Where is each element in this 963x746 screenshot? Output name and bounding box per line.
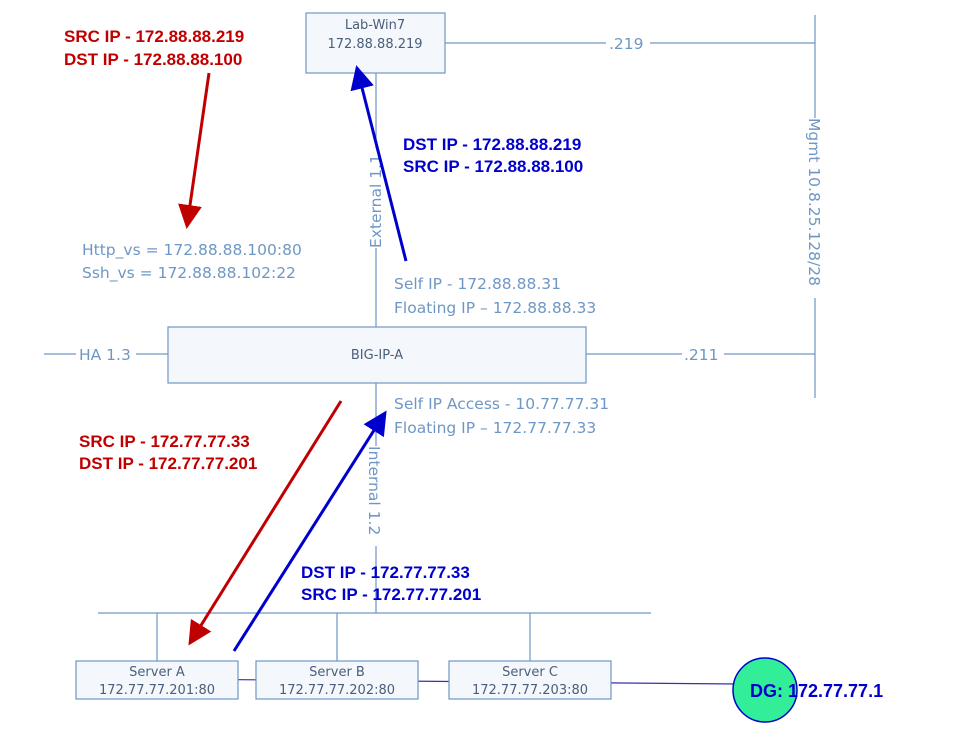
ext-request-arrow — [178, 72, 211, 229]
gateway-label: DG: 172.77.77.1 — [750, 681, 883, 701]
ext-response-src: SRC IP - 172.88.88.100 — [403, 157, 583, 176]
bigip-name: BIG-IP-A — [351, 348, 403, 363]
default-gateway-node: DG: 172.77.77.1 — [732, 657, 883, 723]
external-floating-ip: Floating IP – 172.88.88.33 — [394, 299, 596, 317]
internal-floating-ip: Floating IP – 172.77.77.33 — [394, 419, 596, 437]
external-label: External 1.1 — [367, 154, 385, 248]
server-c-ip: 172.77.77.203:80 — [472, 683, 588, 698]
mgmt-network-label: Mgmt 10.8.25.128/28 — [805, 118, 823, 286]
int-request-src: SRC IP - 172.77.77.33 — [79, 432, 250, 451]
mgmt-port-211: .211 — [684, 346, 719, 364]
int-request-dst: DST IP - 172.77.77.201 — [79, 454, 257, 473]
int-request-arrow — [188, 400, 343, 646]
lab-win7-name: Lab-Win7 — [345, 18, 405, 33]
lab-win7-node: Lab-Win7 172.88.88.219 — [305, 12, 446, 74]
ha-label: HA 1.3 — [79, 346, 131, 364]
external-self-ip: Self IP - 172.88.88.31 — [394, 275, 561, 293]
ext-request-src: SRC IP - 172.88.88.219 — [64, 27, 244, 46]
server-c-node: Server C 172.77.77.203:80 — [448, 660, 612, 700]
server-b-ip: 172.77.77.202:80 — [279, 683, 395, 698]
server-a-ip: 172.77.77.201:80 — [99, 683, 215, 698]
lab-win7-ip: 172.88.88.219 — [327, 37, 422, 52]
int-response-src: SRC IP - 172.77.77.201 — [301, 585, 481, 604]
ext-response-arrow — [350, 65, 408, 262]
mgmt-port-219: .219 — [609, 35, 644, 53]
ext-response-dst: DST IP - 172.88.88.219 — [403, 135, 581, 154]
http-virtual-server: Http_vs = 172.88.88.100:80 — [82, 241, 302, 260]
int-response-dst: DST IP - 172.77.77.33 — [301, 563, 470, 582]
server-a-name: Server A — [129, 665, 185, 680]
internal-label: Internal 1.2 — [365, 446, 383, 535]
ssh-virtual-server: Ssh_vs = 172.88.88.102:22 — [82, 264, 296, 283]
internal-self-ip: Self IP Access - 10.77.77.31 — [394, 395, 609, 413]
int-response-arrow — [232, 410, 387, 652]
server-b-node: Server B 172.77.77.202:80 — [255, 660, 419, 700]
ext-request-dst: DST IP - 172.88.88.100 — [64, 50, 242, 69]
bigip-node: BIG-IP-A — [167, 326, 587, 384]
server-a-node: Server A 172.77.77.201:80 — [75, 660, 239, 700]
server-c-name: Server C — [502, 665, 558, 680]
server-b-name: Server B — [309, 665, 365, 680]
